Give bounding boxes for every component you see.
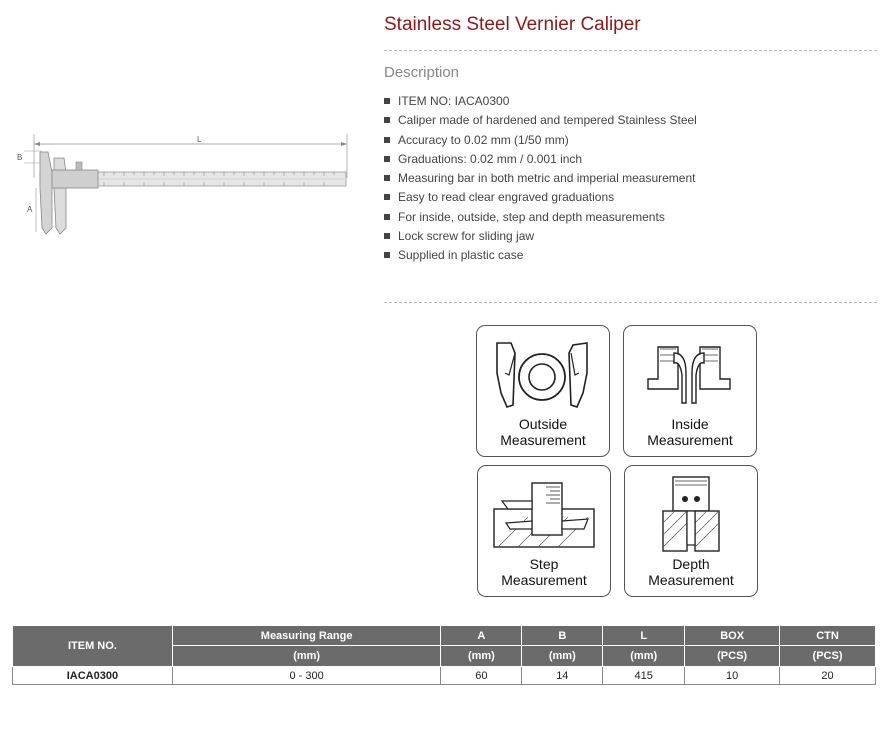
measurement-label: Measurement [648,572,734,588]
depth-measurement-card: Depth Measurement [624,465,758,597]
divider [384,50,877,51]
inside-measurement-card: Inside Measurement [623,325,757,457]
depth-measurement-icon [662,476,720,552]
outside-measurement-icon [496,342,588,408]
description-item: Supplied in plastic case [384,247,697,266]
outside-measurement-card: Outside Measurement [476,325,610,457]
table-header-unit: (mm) [521,645,604,667]
dim-A-label: A [27,205,33,214]
spec-table: ITEM NO. Measuring Range A B L BOX CTN (… [12,625,876,685]
table-header-unit: (mm) [602,645,686,667]
description-item: Graduations: 0.02 mm / 0.001 inch [384,151,697,170]
table-header: BOX [684,625,781,646]
inside-measurement-icon [647,346,731,404]
table-cell: 60 [440,666,523,685]
table-header-unit: (PCS) [684,645,781,667]
table-header: ITEM NO. [12,625,173,667]
measurement-label: Measurement [500,432,586,448]
description-item: Caliper made of hardened and tempered St… [384,112,697,131]
description-item: ITEM NO: IACA0300 [384,93,697,112]
table-header: A [440,625,523,646]
measurement-label: Inside [671,416,709,432]
table-header: B [521,625,604,646]
table-header-unit: (PCS) [779,645,876,667]
dim-L-label: L [197,135,202,144]
measurement-label: Step [529,556,559,572]
description-item: Lock screw for sliding jaw [384,228,697,247]
table-cell: 20 [779,666,876,685]
description-heading: Description [384,64,460,81]
table-header-unit: (mm) [171,645,442,667]
table-row: IACA0300 0 - 300 60 14 415 10 20 [12,666,876,685]
product-image: L B A [14,128,354,240]
table-cell: 0 - 300 [171,666,442,685]
description-item: Measuring bar in both metric and imperia… [384,170,697,189]
table-cell-item-no: IACA0300 [12,666,173,685]
description-item: Accuracy to 0.02 mm (1/50 mm) [384,132,697,151]
table-header: Measuring Range [171,625,442,646]
measurement-label: Depth [672,556,710,572]
product-title: Stainless Steel Vernier Caliper [384,14,641,35]
step-measurement-card: Step Measurement [477,465,611,597]
table-header: CTN [779,625,876,646]
measurement-label: Outside [518,416,568,432]
table-cell: 14 [521,666,604,685]
table-cell: 10 [684,666,781,685]
measurement-label: Measurement [647,432,733,448]
description-item: For inside, outside, step and depth meas… [384,209,697,228]
measurement-label: Measurement [501,572,587,588]
step-measurement-icon [493,482,595,548]
table-cell: 415 [602,666,686,685]
dim-B-label: B [17,153,22,162]
divider [384,302,877,303]
description-list: ITEM NO: IACA0300 Caliper made of harden… [384,93,697,267]
description-item: Easy to read clear engraved graduations [384,189,697,208]
table-header-unit: (mm) [440,645,523,667]
table-header: L [602,625,686,646]
